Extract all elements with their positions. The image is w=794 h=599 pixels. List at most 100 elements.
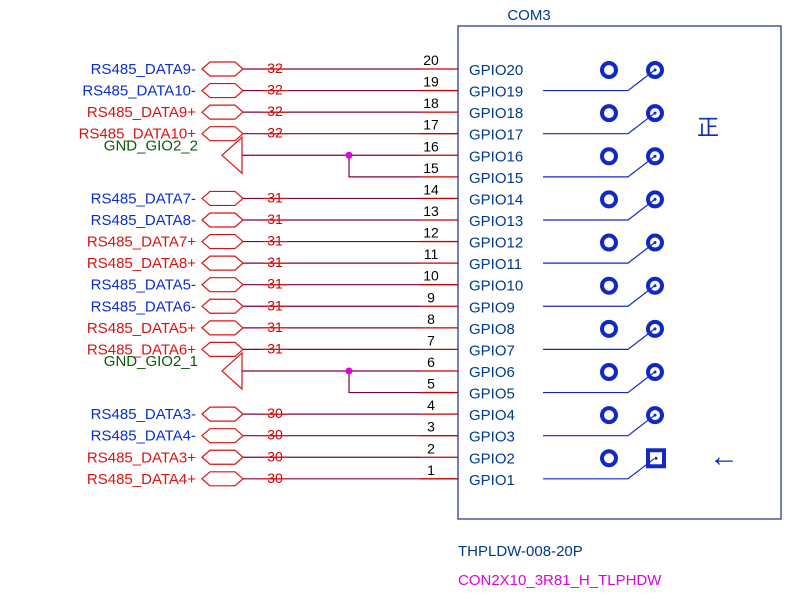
pin-number: 8 [427, 311, 435, 327]
net-label: RS485_DATA5+ [87, 320, 196, 337]
pad-circle [646, 147, 664, 166]
pad-circle [600, 406, 618, 425]
pin-number: 16 [423, 138, 439, 154]
net-port [201, 233, 244, 250]
pin-number: 7 [427, 332, 435, 348]
gpio-label: GPIO11 [469, 256, 522, 273]
pad-dot [653, 68, 657, 72]
pin-number: 10 [423, 268, 439, 284]
component-body [457, 25, 782, 520]
gpio-label: GPIO13 [469, 213, 523, 230]
pin-number: 17 [423, 117, 439, 133]
ground-symbol [221, 135, 243, 175]
pin-trace [543, 328, 655, 351]
net-port [201, 126, 244, 142]
pin-number: 5 [427, 376, 435, 392]
pad-circle [600, 104, 618, 123]
pin-trace [543, 285, 655, 307]
pin-number: 18 [423, 95, 439, 111]
pin-trace [543, 242, 655, 264]
bus-number: 30 [267, 405, 283, 421]
pad-circle [600, 190, 618, 209]
pads-layer [600, 61, 666, 469]
net-port [201, 449, 244, 465]
pad-circle [600, 61, 618, 79]
pin-number: 13 [423, 203, 439, 219]
pad-dot [653, 197, 657, 201]
pad-dot [653, 241, 657, 245]
gpio-label: GPIO19 [469, 84, 523, 101]
net-port [201, 298, 244, 314]
footprint-name: CON2X10_3R81_H_TLPHDW [458, 572, 662, 589]
pad-dot [653, 284, 657, 288]
pin-number: 19 [423, 74, 439, 90]
pin-trace [543, 113, 655, 135]
pad-dot [653, 111, 657, 115]
net-label: RS485_DATA10- [82, 83, 196, 100]
net-label: RS485_DATA10+ [79, 126, 197, 143]
bus-number: 31 [267, 189, 283, 205]
net-port [201, 104, 244, 120]
pad-circle [600, 233, 618, 252]
pin-number: 6 [427, 354, 435, 370]
net-port [201, 341, 244, 358]
pin1-arrow-icon: ← [709, 440, 739, 473]
pad-square [646, 448, 666, 469]
component-ref: COM3 [507, 7, 550, 24]
pad-circle [646, 362, 664, 381]
ground-wire-branch [348, 370, 420, 394]
pad-circle [600, 319, 618, 338]
gpio-label: GPIO17 [469, 127, 523, 144]
pin-number: 1 [427, 462, 435, 478]
gpio-label: GPIO3 [469, 429, 515, 446]
pin-number: 11 [424, 246, 439, 262]
gpio-label: GPIO8 [469, 321, 515, 338]
pad-circle [646, 276, 664, 295]
net-label: RS485_DATA6+ [87, 341, 196, 358]
pins-layer: 20GPIO2019GPIO1918GPIO1817GPIO1716GPIO16… [420, 52, 655, 489]
bus-number: 30 [267, 470, 283, 486]
gpio-label: GPIO6 [469, 364, 515, 381]
pad-dot [653, 327, 657, 331]
net-port [201, 471, 244, 487]
bus-number: 32 [267, 82, 283, 98]
ground-label: GND_GIO2_1 [104, 353, 198, 370]
pin-number: 14 [423, 181, 439, 197]
net-port [201, 82, 244, 99]
pad-circle [646, 233, 664, 252]
pad-dot [654, 456, 658, 460]
pin-number: 2 [427, 440, 435, 456]
bus-number: 31 [267, 319, 283, 335]
net-label: RS485_DATA8- [91, 212, 196, 229]
junction-dot [345, 367, 353, 375]
gpio-label: GPIO14 [469, 191, 523, 208]
bus-number: 31 [267, 254, 283, 270]
net-port [201, 428, 244, 444]
net-label: RS485_DATA5- [91, 277, 196, 294]
pin-trace [543, 70, 655, 92]
net-port [201, 212, 244, 228]
net-port [201, 61, 244, 77]
orientation-mark: 正 [697, 115, 719, 140]
net-label: RS485_DATA7+ [87, 234, 196, 251]
net-port [201, 190, 244, 207]
pin-number: 12 [423, 225, 439, 241]
net-port [201, 255, 244, 271]
pad-dot [653, 370, 657, 374]
net-port [201, 320, 244, 336]
gpio-label: GPIO9 [469, 299, 515, 316]
gpio-label: GPIO4 [469, 407, 515, 424]
pad-circle [600, 449, 618, 468]
net-label: RS485_DATA9+ [87, 104, 196, 121]
ground-label: GND_GIO2_2 [104, 137, 198, 154]
net-port [201, 277, 244, 293]
gpio-label: GPIO16 [469, 148, 523, 165]
bus-number: 31 [267, 297, 283, 313]
net-ports-layer: RS485_DATA9-RS485_DATA10-RS485_DATA9+RS4… [79, 61, 244, 488]
net-label: RS485_DATA3+ [87, 449, 196, 466]
net-label: RS485_DATA8+ [87, 255, 196, 272]
gpio-label: GPIO20 [469, 62, 523, 79]
pin-number: 9 [427, 289, 435, 305]
